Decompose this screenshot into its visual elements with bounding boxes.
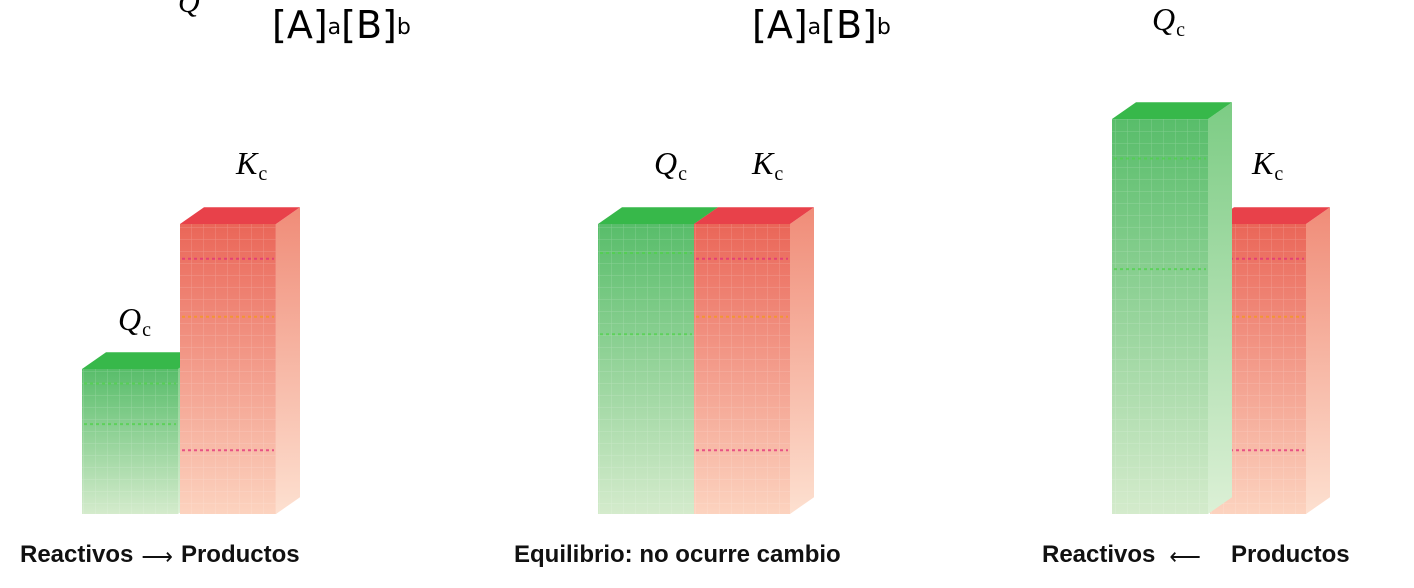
qc-bar-top-panel-2	[598, 207, 718, 224]
reactants-label: Reactivos	[1042, 541, 1156, 568]
arrow-left-icon: ⟵	[1169, 544, 1201, 569]
formula-denominator-2: [A]a[B]b	[752, 2, 891, 55]
formula-denominator-1: [A]a[B]b	[272, 2, 411, 55]
exponent-b: b	[396, 15, 411, 40]
kc-label-panel-1: Kc	[236, 145, 268, 185]
qc-bar-top-panel-1	[82, 352, 202, 369]
kc-bar-side-panel-1	[276, 207, 300, 514]
bracket-b: [B]	[821, 3, 877, 47]
qc-bar-top-panel-3	[1112, 102, 1232, 119]
bracket-a: [A]	[752, 3, 808, 47]
kc-bar-top-panel-3	[1210, 207, 1330, 224]
qc-bar-grid-panel-3	[1112, 119, 1208, 514]
caption-panel-3: Reactivos ⟵ Productos	[1042, 540, 1350, 570]
bracket-b: [B]	[341, 3, 397, 47]
kc-bar-top-panel-1	[180, 207, 300, 224]
qc-bar-grid-panel-1	[82, 369, 178, 514]
products-label: Productos	[1230, 541, 1350, 568]
caption-panel-1: Reactivos ⟶ Productos	[20, 540, 300, 570]
kc-label-panel-3: Kc	[1252, 145, 1284, 185]
caption-panel-2: Equilibrio: no ocurre cambio	[514, 541, 841, 568]
exponent-a: a	[327, 15, 342, 40]
qc-bar-side-panel-3	[1208, 102, 1232, 514]
kc-bar-top-panel-2	[694, 207, 814, 224]
arrow-right-icon: ⟶	[141, 544, 173, 569]
q-fragment: Q	[178, 0, 200, 19]
reactants-label: Reactivos	[20, 541, 134, 568]
exponent-a: a	[807, 15, 822, 40]
kc-label-panel-2: Kc	[752, 145, 784, 185]
kc-bar-side-panel-2	[790, 207, 814, 514]
products-label: Productos	[180, 541, 300, 568]
qc-label-panel-1: Qc	[118, 301, 151, 341]
bracket-a: [A]	[272, 3, 328, 47]
qc-label-panel-3: Qc	[1152, 1, 1185, 41]
kc-bar-grid-panel-1	[180, 224, 276, 514]
exponent-b: b	[876, 15, 891, 40]
qc-label-panel-2: Qc	[654, 145, 687, 185]
kc-bar-grid-panel-2	[694, 224, 790, 514]
qc-bar-grid-panel-2	[598, 224, 694, 514]
kc-bar-side-panel-3	[1306, 207, 1330, 514]
